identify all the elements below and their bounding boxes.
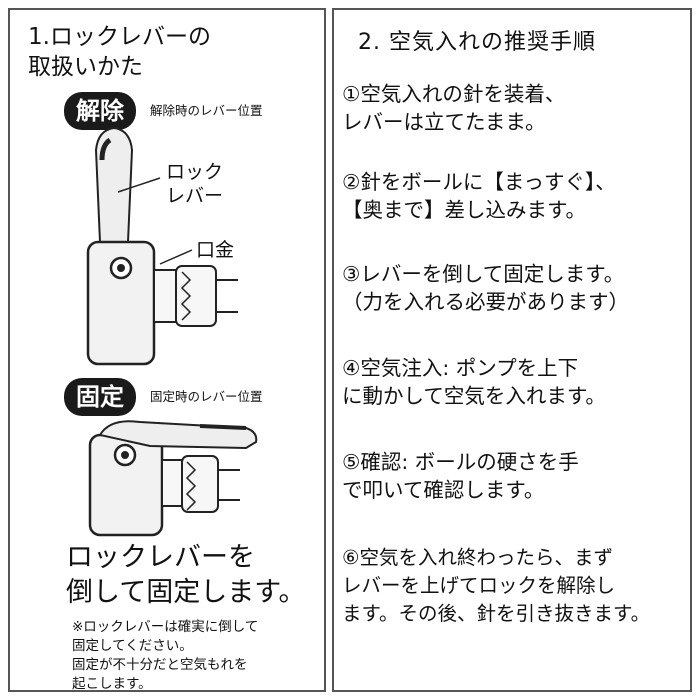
lock-lever-callout: ロック レバー: [166, 161, 224, 207]
step-1: ①空気入れの針を装着、 レバーは立てたまま。: [342, 82, 566, 134]
lock-note: 固定時のレバー位置: [150, 389, 263, 404]
lever-guide-panel: 1.ロックレバーの 取扱いかた 解除 解除時のレバー位置: [8, 8, 326, 692]
valve-released-illustration: [86, 126, 238, 366]
valve-illustrations: [86, 126, 258, 537]
valve-locked-illustration: [88, 420, 258, 537]
lock-caution-note: ※ロックレバーは確実に倒して 固定してください。 固定が不十分だと空気もれを 起…: [72, 619, 259, 692]
step-5: ⑤確認: ボールの硬さを手 で叩いて確認します。: [342, 450, 579, 502]
mouthpiece-callout: 口金: [196, 239, 235, 261]
release-badge: 解除: [64, 92, 136, 130]
release-note: 解除時のレバー位置: [150, 103, 263, 118]
lever-guide-title: 1.ロックレバーの 取扱いかた: [28, 24, 211, 80]
step-6: ⑥空気を入れ終わったら、まず レバーを上げてロックを解除し ます。その後、針を引…: [342, 546, 651, 625]
step-3: ③レバーを倒して固定します。 （力を入れる必要があります）: [342, 262, 629, 314]
lock-instruction: ロックレバーを 倒して固定します。: [66, 542, 306, 608]
lock-badge: 固定: [64, 378, 136, 416]
inflation-steps-panel: 2. 空気入れの推奨手順 ①空気入れの針を装着、 レバーは立てたまま。 ②針をボ…: [332, 8, 692, 692]
step-2: ②針をボールに【まっすぐ】、 【奥まで】差し込みます。: [342, 170, 616, 222]
step-4: ④空気注入: ポンプを上下 に動かして空気を入れます。: [342, 356, 606, 408]
steps-title: 2. 空気入れの推奨手順: [358, 30, 596, 55]
